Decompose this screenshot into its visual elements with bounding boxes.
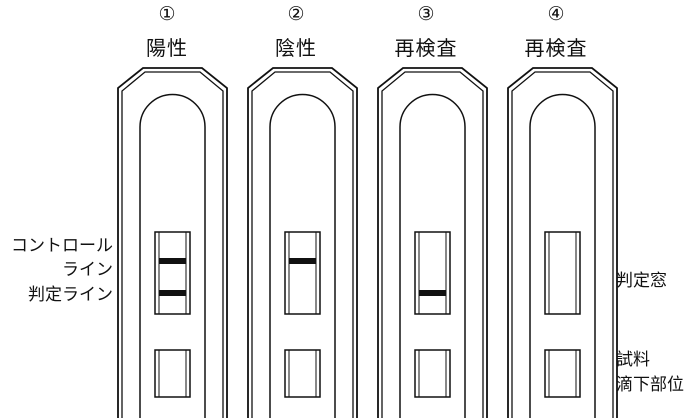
test-3-result: 再検査 — [394, 36, 458, 60]
sample-drop-label-2: 滴下部位 — [616, 375, 684, 395]
judgment-window-label: 判定窓 — [616, 271, 667, 291]
control-line-label-1: コントロール — [11, 236, 113, 256]
control-line-mark — [159, 258, 186, 264]
sample-drop-label-1: 試料 — [616, 350, 650, 370]
test-1-number: ① — [158, 3, 176, 25]
control-line-label-2: ライン — [62, 260, 113, 280]
test-strip-4 — [507, 67, 618, 418]
judgment-line-mark — [419, 290, 446, 296]
judgment-line-label: 判定ライン — [28, 285, 113, 305]
test-strip-3 — [377, 67, 488, 418]
test-1-result: 陽性 — [146, 36, 188, 60]
test-4-number: ④ — [547, 3, 565, 25]
test-3-number: ③ — [417, 3, 435, 25]
test-2-result: 陰性 — [275, 36, 317, 60]
test-strip-2 — [247, 67, 358, 418]
control-line-mark — [289, 258, 316, 264]
test-2-number: ② — [287, 3, 305, 25]
judgment-line-mark — [159, 290, 186, 296]
test-strip-1 — [117, 67, 228, 418]
test-4-result: 再検査 — [524, 36, 588, 60]
